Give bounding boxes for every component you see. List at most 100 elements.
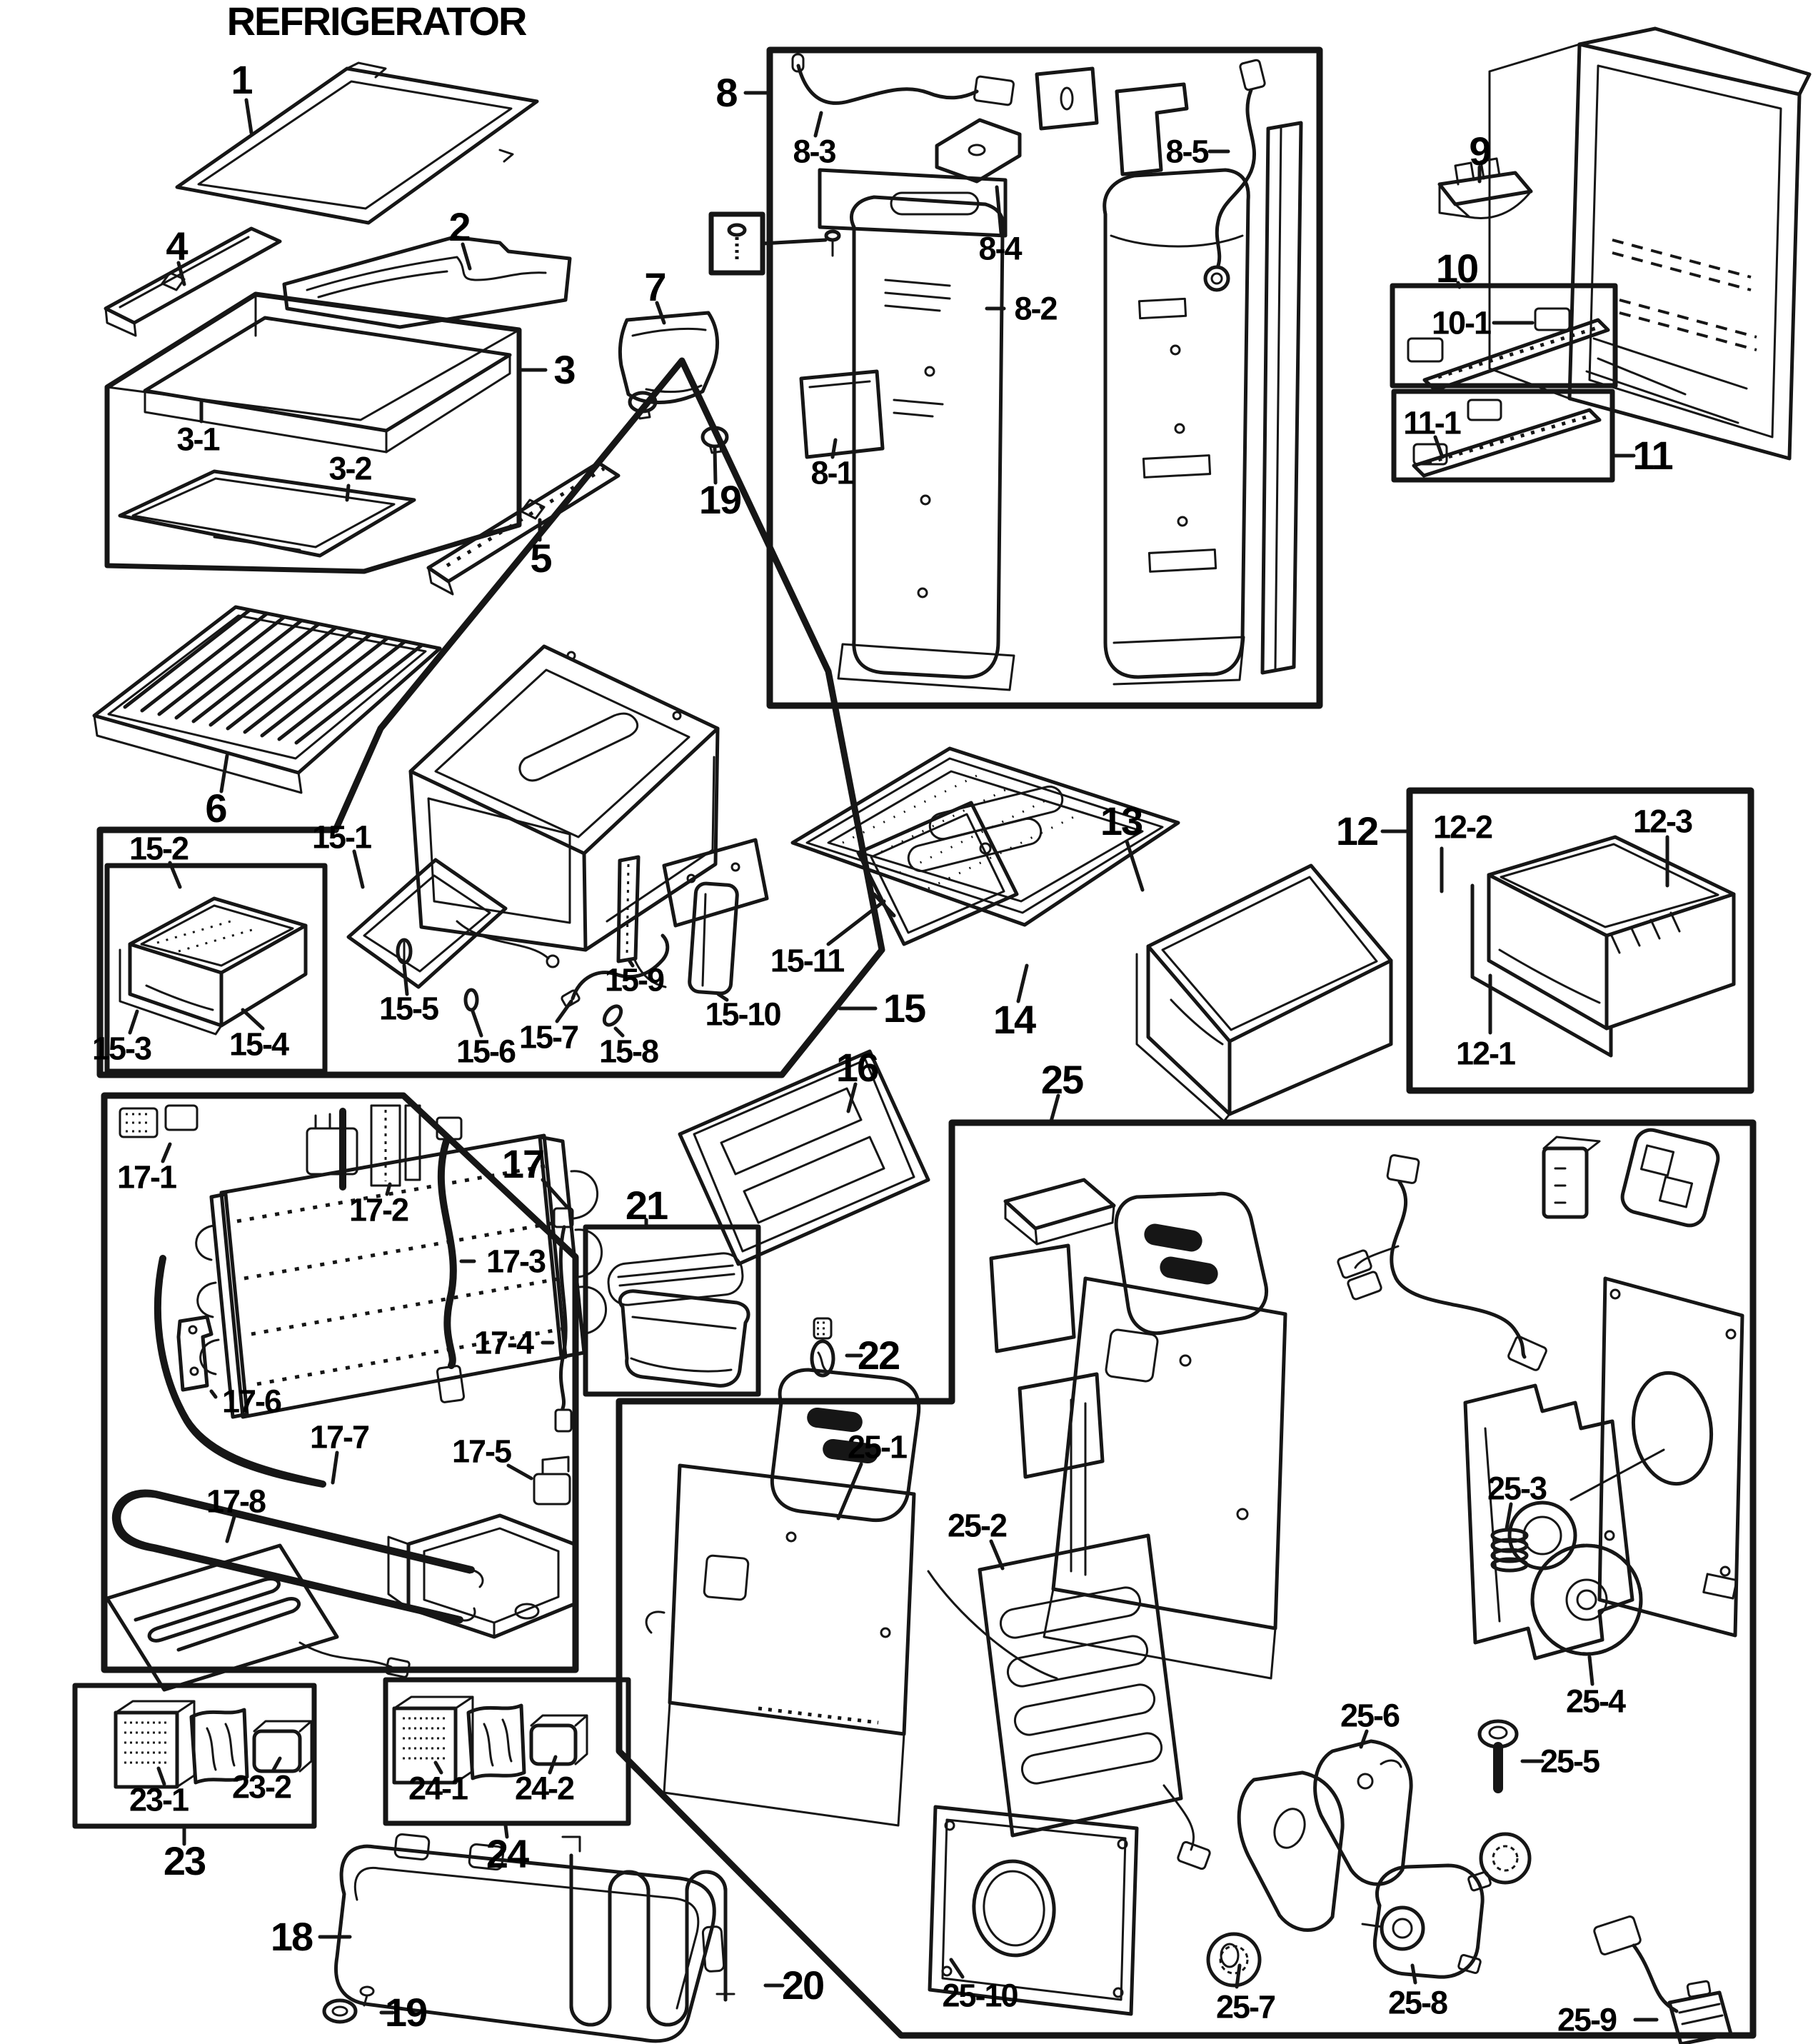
part-25-9-harness	[1593, 1915, 1733, 2044]
section-21-box	[583, 1224, 761, 1397]
section-17-box	[101, 1092, 579, 1673]
part-17-5-clip	[533, 1456, 571, 1506]
label-10-1: 10-1	[1431, 304, 1492, 341]
part-18-panel	[334, 1833, 725, 2043]
label-25-1: 25-1	[847, 1428, 908, 1466]
part-25-2-heater-panel	[978, 1533, 1211, 1870]
label-22: 22	[857, 1333, 900, 1378]
part-25-7-grommet	[1206, 1932, 1262, 1988]
label-17-2: 17-2	[348, 1191, 409, 1228]
part-17-4-wire	[553, 1207, 574, 1433]
label-10: 10	[1435, 246, 1479, 291]
label-25-8: 25-8	[1387, 1984, 1448, 2021]
part-15-7-wire	[561, 933, 670, 1008]
part-25-8-motor	[1361, 1863, 1492, 1979]
part-6-wire-shelf	[92, 605, 442, 794]
label-24-1: 24-1	[408, 1770, 468, 1807]
part-25-wedge-and-sheets	[989, 1178, 1116, 1479]
label-3-2: 3-2	[328, 450, 372, 487]
label-16: 16	[835, 1045, 879, 1090]
label-17-7: 17-7	[309, 1418, 370, 1456]
part-12-drawer	[1470, 835, 1736, 1058]
part-14-tray	[790, 746, 1180, 927]
label-25-6: 25-6	[1340, 1697, 1400, 1734]
label-24-2: 24-2	[514, 1770, 575, 1807]
part-17-evaporator	[195, 1133, 608, 1419]
part-16-shelf	[678, 1049, 930, 1266]
label-17-8: 17-8	[206, 1483, 266, 1520]
label-15-6: 15-6	[456, 1033, 516, 1070]
part-25-3-spring	[1490, 1528, 1529, 1573]
part-7-bracket	[618, 311, 719, 420]
part-8-gaskets	[1035, 66, 1189, 176]
label-15-11: 15-11	[770, 942, 845, 979]
part-17-2-relay	[306, 1104, 421, 1187]
part-8-rear-column	[1103, 168, 1250, 686]
label-1: 1	[231, 57, 253, 102]
diagram-title: REFRIGERATOR	[226, 0, 528, 44]
label-25-9: 25-9	[1557, 2001, 1617, 2038]
section-15-box	[96, 357, 885, 1078]
label-8-2: 8-2	[1014, 290, 1058, 327]
part-15-9-strip	[616, 855, 667, 988]
label-7: 7	[644, 264, 666, 309]
part-15-8-clip	[602, 1004, 623, 1027]
part-25-duct-assembly-inner	[1043, 1191, 1287, 1680]
label-8-3: 8-3	[793, 133, 836, 170]
label-25-4: 25-4	[1565, 1683, 1626, 1720]
part-10-rail-kit	[1407, 307, 1610, 392]
label-11: 11	[1632, 433, 1673, 478]
label-12-1: 12-1	[1455, 1035, 1516, 1072]
label-18: 18	[270, 1914, 313, 1959]
label-12-3: 12-3	[1632, 803, 1693, 840]
label-17-3: 17-3	[486, 1243, 546, 1280]
part-17-8-heater	[105, 1543, 411, 1692]
label-25-10: 25-10	[942, 1977, 1018, 2014]
label-23: 23	[163, 1838, 206, 1883]
part-25-1-duct-assembly	[645, 1368, 1058, 1827]
label-2: 2	[448, 204, 471, 249]
cabinet-outline	[1488, 26, 1812, 461]
section-15-drawer-subbox	[104, 863, 328, 1074]
part-20-condenser	[561, 1835, 735, 2027]
part-4-rail	[104, 226, 282, 337]
label-15: 15	[883, 986, 926, 1031]
label-13: 13	[1100, 798, 1143, 843]
part-8-1-sheet	[799, 369, 885, 459]
label-17-6: 17-6	[221, 1383, 282, 1420]
section-23-box	[72, 1683, 317, 1829]
part-3-1-shelf	[143, 316, 512, 454]
section-25-box	[616, 1119, 1757, 2039]
part-25-mid-grommet	[1479, 1832, 1532, 1885]
part-8-5-wire	[1203, 59, 1266, 292]
label-15-4: 15-4	[228, 1026, 289, 1063]
label-8-4: 8-4	[978, 230, 1022, 267]
label-11-1: 11-1	[1403, 404, 1462, 441]
label-3: 3	[553, 347, 576, 392]
wire-shelf-fins	[123, 608, 423, 745]
part-2-tray	[282, 235, 572, 329]
section-11-box	[1391, 389, 1615, 483]
label-15-1: 15-1	[311, 818, 372, 856]
section-8-box	[766, 46, 1323, 709]
part-25-4-fan	[1530, 1543, 1643, 1656]
part-25-switch-and-plate	[1542, 1128, 1720, 1228]
part-17-7-tubes	[111, 1255, 484, 1623]
part-17-1-clips	[119, 1104, 199, 1138]
label-19-lower: 19	[384, 1990, 428, 2035]
label-20: 20	[781, 1963, 825, 2008]
label-23-2: 23-2	[231, 1768, 292, 1805]
section-10-box	[1390, 283, 1618, 389]
part-25-fan-shroud	[1463, 1383, 1634, 1660]
part-3-2-glass	[118, 469, 416, 558]
label-8-1: 8-1	[810, 454, 854, 491]
part-19-cap-lower	[322, 1985, 375, 2024]
part-8-screw-box	[708, 211, 841, 276]
part-11-rail-kit	[1412, 399, 1602, 478]
label-21: 21	[625, 1183, 668, 1228]
part-15-5-peg	[396, 938, 413, 965]
part-8-4-cover	[935, 118, 1022, 184]
label-14: 14	[993, 997, 1036, 1042]
